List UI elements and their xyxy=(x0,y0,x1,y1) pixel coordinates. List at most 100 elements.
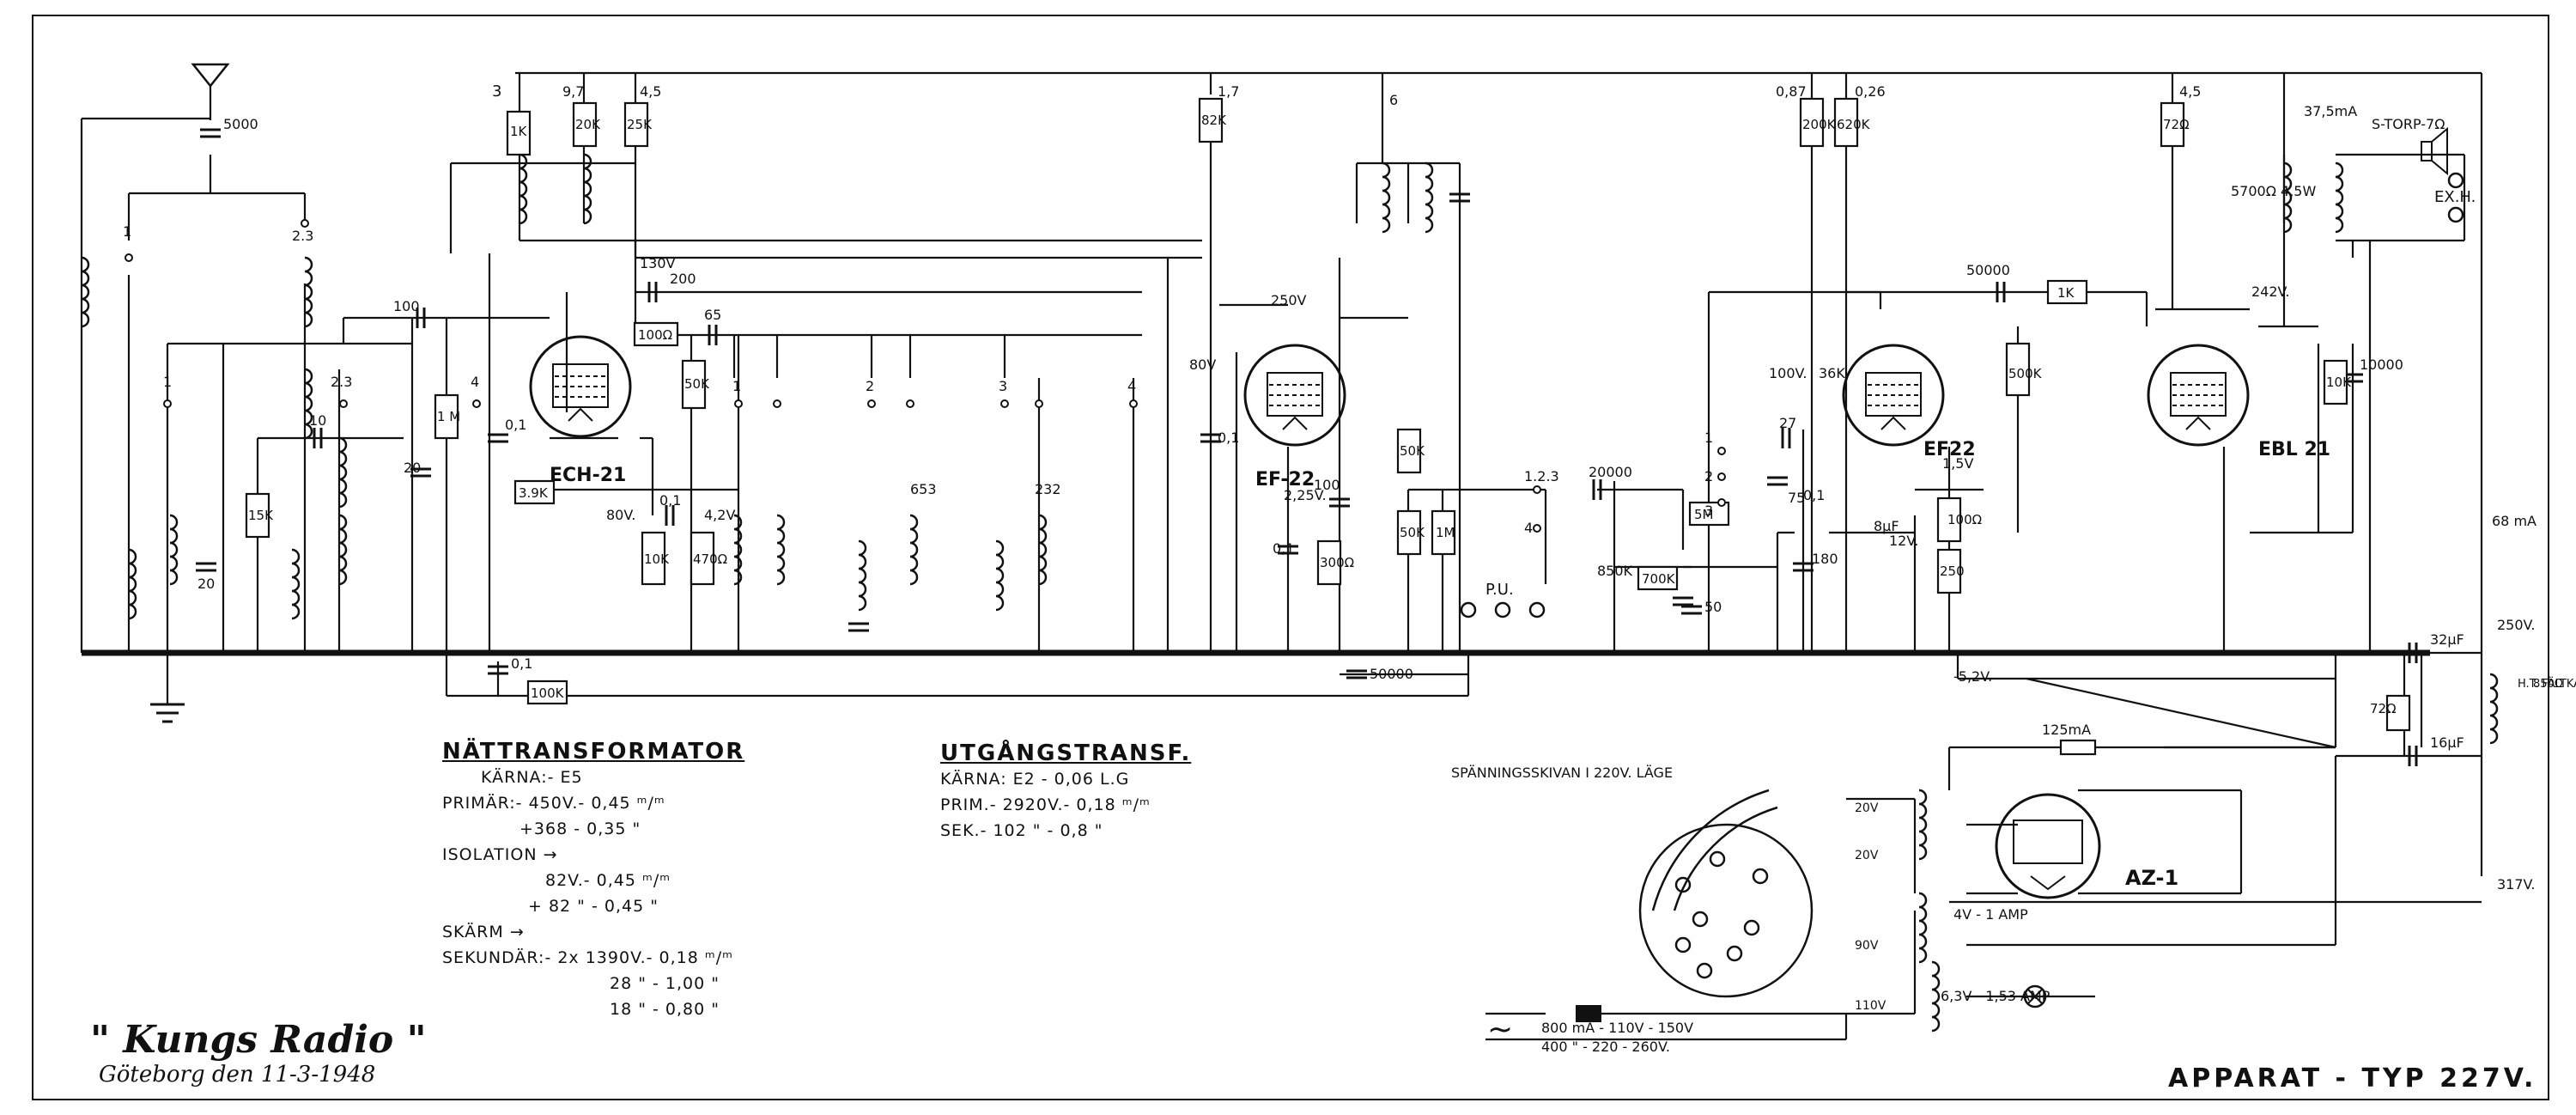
voltage-label: -5,2V. xyxy=(1953,668,1992,685)
capacitor-label: 50000 xyxy=(1966,262,2010,278)
tube-label: EF-22 xyxy=(1255,469,1315,490)
switch-label: 4 xyxy=(1524,520,1533,536)
resistor-group xyxy=(245,97,2411,756)
pickup-jacks[interactable] xyxy=(1460,601,1546,618)
speaker-label: S-TORP-7Ω xyxy=(2372,116,2445,132)
note-line: SKÄRM → xyxy=(442,923,525,941)
resistor-label: 50K xyxy=(684,376,710,392)
resistor-label: 470Ω xyxy=(693,551,727,567)
ext-speaker-jacks[interactable] xyxy=(2447,172,2464,223)
capacitor-label: 5000 xyxy=(223,116,258,132)
note-line: PRIM.- 2920V.- 0,18 ᵐ/ᵐ xyxy=(940,795,1151,814)
resistor-label: 10K xyxy=(644,551,670,567)
tube-labels: ECH-21 EF-22 EF22 EBL 21 AZ-1 xyxy=(550,439,2330,890)
resistor-label: 50K xyxy=(1400,525,1425,540)
winding-label: 90V xyxy=(1855,939,1879,953)
resistor-label: 700K xyxy=(1642,571,1676,587)
pickup-label: P.U. xyxy=(1485,581,1514,599)
mains-ac-icon: ~ xyxy=(1487,1012,1513,1047)
note-line: PRIMÄR:- 450V.- 0,45 ᵐ/ᵐ xyxy=(442,794,665,813)
note-line: SEK.- 102 " - 0,8 " xyxy=(940,821,1103,840)
voltage-label: 80V xyxy=(1189,356,1216,373)
capacitor-label: 0,1 xyxy=(1273,540,1294,557)
heater-winding-label: 4V - 1 AMP xyxy=(1953,906,2028,923)
capacitor-label: 0,1 xyxy=(1218,430,1239,446)
capacitor-label: 20 xyxy=(197,576,215,592)
voltage-selector-disc[interactable] xyxy=(1638,789,1814,998)
voltage-label: 242V. xyxy=(2251,283,2290,300)
tube-label: EF22 xyxy=(1923,439,1976,460)
resistor-label: 300Ω xyxy=(1320,555,1354,570)
capacitor-label: 100 xyxy=(1314,477,1340,493)
brand-name: " Kungs Radio " xyxy=(90,1018,427,1062)
resistor-label: 620K xyxy=(1837,117,1871,132)
note-line: 18 " - 0,80 " xyxy=(610,1000,720,1019)
voltage-label: 317V. xyxy=(2497,876,2536,893)
ext-speaker-label: EX.H. xyxy=(2434,188,2476,206)
capacitor-label: 75 xyxy=(1788,490,1805,506)
voltage-label: 250V xyxy=(1271,292,1307,308)
resistor-label: 3.9K xyxy=(519,485,549,501)
manufacturer-signature: " Kungs Radio " Göteborg den 11-3-1948 xyxy=(90,1018,427,1088)
resistor-label: 15K xyxy=(248,508,274,523)
switch-label: 4 xyxy=(1127,378,1136,394)
tube-label: EBL 21 xyxy=(2258,439,2330,460)
voltage-label: 3 xyxy=(492,82,501,101)
voltage-label: 0,26 xyxy=(1855,83,1886,100)
resistor-label: 100Ω xyxy=(1947,512,1982,527)
resistor-label: 100K xyxy=(531,685,565,701)
switch-label: 1 xyxy=(123,223,131,240)
capacitor-label: 200 xyxy=(670,271,696,287)
switch-label: 1.2.3 xyxy=(1524,468,1559,484)
resistor-labels: 1K 20K 25K 82K 200K 620K 100Ω 100Ω 1 M 1… xyxy=(248,113,2397,716)
switch-label: 2.3 xyxy=(292,228,313,244)
voltage-label: 6 xyxy=(1389,92,1398,108)
capacitor-label: 0,1 xyxy=(505,417,526,433)
capacitor-label: 32µF xyxy=(2430,631,2464,648)
switch-label: 2 xyxy=(1704,468,1713,484)
pilot-winding-label: 6,3V - 1,53 AMP xyxy=(1941,988,2050,1004)
resistor-label: 1K xyxy=(2057,285,2075,301)
switch-label: 3 xyxy=(999,378,1007,394)
field-coil-label: H.T. FÄLT xyxy=(2518,677,2567,691)
switch-label: 2 xyxy=(866,378,874,394)
fuse-rating-label: 400 " - 220 - 260V. xyxy=(1541,1039,1670,1055)
output-transformer-notes: UTGÅNGSTRANSF. KÄRNA: E2 - 0,06 L.G PRIM… xyxy=(940,740,1191,844)
tube-ef22-rf xyxy=(1243,344,1346,447)
switch-label: 4 xyxy=(471,374,479,390)
voltage-label: 37,5mA xyxy=(2304,103,2357,119)
capacitor-label: 0,1 xyxy=(659,492,681,509)
resistor-label: 1 M xyxy=(437,409,460,424)
capacitor-label: 20000 xyxy=(1589,464,1632,480)
resistor-label: 50K xyxy=(1400,443,1425,459)
note-line: SEKUNDÄR:- 2x 1390V.- 0,18 ᵐ/ᵐ xyxy=(442,948,733,967)
capacitor-label: 0,1 xyxy=(1803,487,1825,503)
voltage-label: 1,7 xyxy=(1218,83,1239,100)
voltage-labels: 3 9,7 4,5 1,7 6 0,87 0,26 4,5 130V 250V … xyxy=(492,82,2537,893)
voltage-label: 100V. xyxy=(1769,365,1807,381)
model-title: APPARAT - TYP 227V. xyxy=(2168,1063,2537,1094)
voltage-label: 4,5 xyxy=(2179,83,2201,100)
note-line: +368 - 0,35 " xyxy=(519,819,641,838)
capacitor-label: 50000 xyxy=(1370,666,1413,682)
voltage-label: 4,2V xyxy=(704,507,735,523)
voltage-label: 4,5 xyxy=(640,83,661,100)
switch-label: 1 xyxy=(732,378,741,394)
capacitor-label: 653 xyxy=(910,481,937,497)
voltage-label: 2,25V. xyxy=(1284,487,1327,503)
output-transformer-heading: UTGÅNGSTRANSF. xyxy=(940,740,1192,766)
switch-label: 2.3 xyxy=(331,374,352,390)
resistor-label: 72Ω xyxy=(2163,117,2190,132)
winding-label: 20V xyxy=(1855,801,1879,815)
voltage-label: 130V xyxy=(640,255,676,271)
fuse-rating-label: 800 mA - 110V - 150V xyxy=(1541,1020,1693,1036)
antenna-icon xyxy=(191,63,230,88)
pilot-lamp-icon xyxy=(2023,984,2047,1008)
resistor-label: 1M xyxy=(1436,525,1455,540)
mains-transformer-notes: NÄTTRANSFORMATOR KÄRNA:- E5 PRIMÄR:- 450… xyxy=(442,739,744,1022)
note-line: 82V.- 0,45 ᵐ/ᵐ xyxy=(545,871,671,890)
voltage-label: 68 mA xyxy=(2492,513,2537,529)
resistor-label: 72Ω xyxy=(2370,701,2397,716)
resistor-label: 500K xyxy=(2008,366,2043,381)
note-line: KÄRNA:- E5 xyxy=(481,768,583,787)
